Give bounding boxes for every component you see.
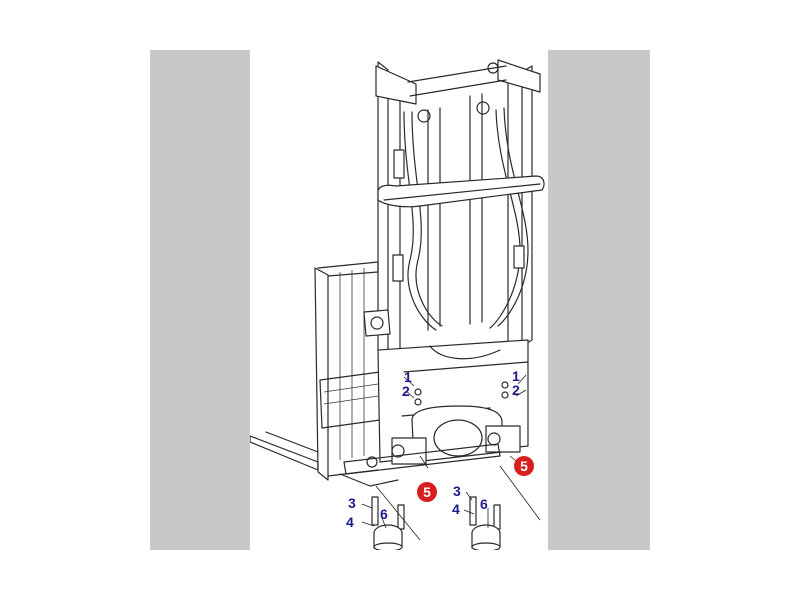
callout-1-right: 1 (512, 368, 520, 384)
forklift-mast-drawing: 1 2 1 2 3 4 6 3 4 6 5 5 (250, 50, 548, 550)
callout-3-right: 3 (453, 483, 461, 499)
callout-2-left: 2 (402, 383, 410, 399)
callout-1-left: 1 (404, 369, 412, 385)
exploded-roller-left (371, 485, 421, 550)
badge-5-left: 5 (417, 482, 437, 502)
callout-6-right: 6 (480, 496, 488, 512)
side-roller-block (363, 309, 391, 337)
badge-5-right: 5 (514, 456, 534, 476)
mast-line-art: 1 2 1 2 3 4 6 3 4 6 5 5 (250, 59, 545, 550)
inner-mast-and-hoses (392, 93, 529, 331)
load-backrest (314, 261, 381, 481)
callout-6-left: 6 (380, 506, 388, 522)
carriage-plate (339, 339, 529, 487)
forks (250, 431, 319, 471)
outer-mast (375, 59, 541, 357)
callout-2-right: 2 (512, 382, 520, 398)
badge-5-left-label: 5 (423, 484, 431, 500)
exploded-roller-right (469, 465, 541, 550)
callout-4-left: 4 (346, 514, 354, 530)
callout-3-left: 3 (348, 495, 356, 511)
callout-4-right: 4 (452, 501, 460, 517)
badge-5-right-label: 5 (520, 458, 528, 474)
left-gray-margin (150, 50, 250, 550)
mast-cross-member (377, 175, 545, 208)
right-gray-margin (548, 50, 650, 550)
